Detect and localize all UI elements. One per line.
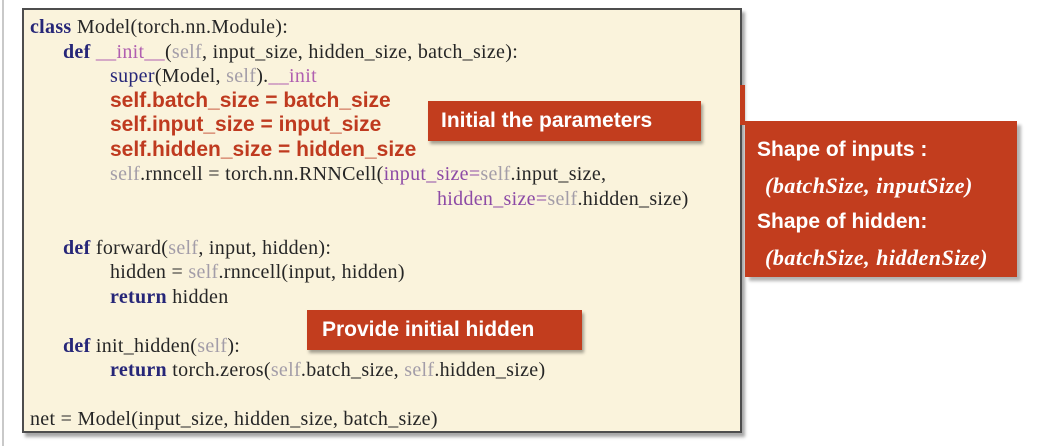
code-token: self.input_size = input_size — [110, 113, 382, 136]
code-token: (Model, — [154, 65, 227, 87]
code-token: ). — [256, 65, 269, 87]
code-line: return torch.zeros(self.batch_size, self… — [24, 358, 740, 383]
code-token: def — [63, 334, 96, 357]
red-connector-strip — [740, 85, 745, 125]
code-token: def — [63, 40, 96, 63]
code-line: self.rnncell = torch.nn.RNNCell(input_si… — [24, 162, 740, 187]
code-line: def forward(self, input, hidden): — [24, 236, 740, 261]
code-token: __init — [268, 65, 317, 87]
code-token: self — [226, 65, 257, 87]
code-token: def — [63, 236, 96, 259]
shape-of-inputs-tuple: (batchSize, inputSize) — [765, 173, 973, 198]
code-line: def __init__(self, input_size, hidden_si… — [24, 40, 740, 65]
code-token: self — [547, 187, 578, 210]
code-line: hidden = self.rnncell(input, hidden) — [24, 260, 740, 285]
code-token: .hidden_size) — [434, 359, 546, 381]
callout-shapes-info: Shape of inputs : (batchSize, inputSize)… — [745, 121, 1017, 277]
code-token: self.batch_size = batch_size — [110, 88, 391, 112]
code-block: class Model(torch.nn.Module):def __init_… — [24, 15, 740, 432]
callout-initial-parameters-label: Initial the parameters — [441, 109, 653, 132]
code-line: def init_hidden(self): — [24, 334, 740, 359]
left-edge-artifact — [2, 0, 4, 446]
code-token: self — [110, 163, 141, 185]
code-token: ( — [164, 40, 172, 63]
code-token: self — [270, 359, 301, 381]
shape-of-hidden-tuple: (batchSize, hiddenSize) — [765, 245, 988, 270]
code-token: init_hidden( — [95, 334, 198, 357]
code-token: Model(torch.nn.Module): — [76, 16, 289, 38]
code-panel: class Model(torch.nn.Module):def __init_… — [22, 8, 742, 433]
code-token: self — [168, 236, 199, 259]
code-token: return — [110, 285, 173, 308]
code-token: .rnncell = torch.nn.RNNCell( — [140, 163, 384, 185]
code-token: hidden — [172, 285, 229, 308]
code-token: .batch_size, — [300, 359, 405, 381]
code-token: self — [188, 261, 219, 283]
code-line: class Model(torch.nn.Module): — [24, 15, 740, 40]
code-token: input_size= — [383, 163, 481, 185]
code-line: self.batch_size = batch_size — [24, 89, 740, 114]
code-token: return — [110, 359, 173, 381]
code-token: class — [30, 16, 77, 38]
code-token: net = Model(input_size, hidden_size, bat… — [30, 408, 438, 430]
code-token: torch.zeros( — [172, 359, 271, 381]
callout-provide-initial-hidden: Provide initial hidden — [307, 310, 582, 350]
code-line: self.input_size = input_size — [24, 113, 740, 138]
code-token: self — [171, 40, 202, 63]
callout-provide-initial-hidden-label: Provide initial hidden — [322, 318, 535, 341]
code-line — [24, 383, 740, 408]
code-line: self.hidden_size = hidden_size — [24, 138, 740, 163]
code-token: ): — [227, 334, 241, 357]
code-line: return hidden — [24, 285, 740, 310]
callout-initial-parameters: Initial the parameters — [428, 101, 701, 141]
code-token: self.hidden_size = hidden_size — [110, 137, 417, 161]
code-token: , input_size, hidden_size, batch_size): — [202, 40, 519, 63]
code-token: self — [480, 163, 511, 185]
code-line: hidden_size=self.hidden_size) — [24, 187, 740, 212]
code-token: .input_size, — [510, 163, 607, 185]
code-token: .rnncell(input, hidden) — [218, 261, 405, 283]
code-token: super — [110, 65, 155, 87]
code-token: forward( — [95, 236, 169, 259]
code-token: .hidden_size) — [577, 187, 689, 210]
shape-of-hidden-heading: Shape of hidden: — [757, 210, 928, 233]
code-token: __init__ — [95, 40, 165, 63]
shape-of-inputs-heading: Shape of inputs : — [757, 138, 928, 161]
code-line — [24, 211, 740, 236]
code-token: hidden = — [110, 261, 189, 283]
code-token: hidden_size= — [437, 187, 548, 210]
code-token: self — [197, 334, 228, 357]
code-token: self — [404, 359, 435, 381]
code-line: super(Model, self).__init — [24, 64, 740, 89]
code-token: , input, hidden): — [198, 236, 332, 259]
code-line: net = Model(input_size, hidden_size, bat… — [24, 407, 740, 432]
